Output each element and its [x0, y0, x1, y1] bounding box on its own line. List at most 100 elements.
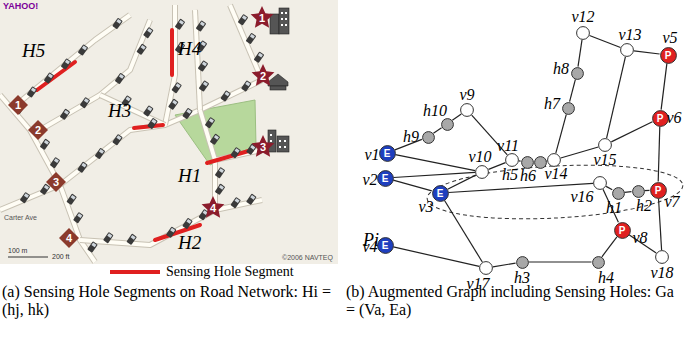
road-vertex: v15: [598, 138, 612, 152]
node-glyph: E: [432, 185, 449, 202]
graph-edge: [590, 36, 621, 48]
sensing-hole-vertex: h10: [441, 118, 454, 131]
node-shape: [620, 43, 634, 57]
vertex-label: h5: [502, 167, 518, 183]
road-vertex: v18: [655, 250, 669, 264]
graph-edge: [645, 190, 650, 192]
legend-text: Sensing Hole Segment: [166, 264, 294, 280]
road-vertex: v16: [593, 176, 607, 190]
map-text: 100 m: [8, 247, 27, 254]
graph-edge: [661, 63, 667, 109]
segment-label: H3: [108, 100, 131, 122]
vertex-label: h10: [423, 103, 447, 119]
node-glyph: E: [377, 170, 394, 187]
road-vertex: v10: [475, 165, 489, 179]
vertex-label: v13: [618, 27, 641, 43]
vertex-label: v12: [571, 9, 594, 25]
node-glyph: P: [652, 110, 669, 127]
node-glyph: 2: [28, 120, 48, 140]
sensing-hole-vertex: h2: [632, 185, 645, 198]
graph-edge: [433, 128, 441, 134]
graph-edge: [658, 127, 660, 182]
subfigure-caption: (a) Sensing Hole Segments on Road Networ…: [2, 283, 338, 319]
graph-edge: [606, 186, 612, 189]
vertex-label: v5: [662, 30, 677, 46]
node-glyph: 3: [251, 135, 275, 159]
protected-vertex: Pv5: [660, 47, 677, 64]
node-glyph: E: [379, 145, 396, 162]
vertex-label: v16: [570, 189, 593, 205]
graph-edge: [393, 247, 479, 267]
building-icons: [268, 8, 289, 152]
entrance-vertex: Ev3: [432, 185, 449, 202]
entrance-vertex: Ev4: [377, 237, 394, 254]
graph-edge: [394, 172, 476, 177]
node-glyph: 1: [8, 95, 28, 115]
sensing-hole-segments: [37, 30, 252, 240]
graph-edge: [452, 114, 461, 120]
map-text: 200 ft: [52, 253, 70, 260]
segment-label: H5: [22, 40, 45, 62]
node-shape: [422, 131, 435, 144]
node-shape: [655, 250, 669, 264]
roads: [0, 5, 262, 262]
vertex-label: v6: [666, 110, 681, 126]
map-star-marker: 4: [201, 196, 225, 220]
node-shape: [632, 185, 645, 198]
sensing-hole-vertex: h1: [612, 187, 625, 200]
node-glyph: 4: [59, 228, 79, 248]
vertex-label: v15: [593, 152, 616, 168]
road-vertex: v14: [547, 153, 561, 167]
road-vertex: v12: [576, 26, 590, 40]
map-text: Carter Ave: [4, 214, 37, 221]
vertex-label: v3: [418, 199, 433, 215]
graph-edge: [561, 147, 599, 158]
sensing-hole-vertex: h9: [422, 131, 435, 144]
vertex-label: h2: [636, 198, 652, 214]
vertex-label: h1: [606, 200, 622, 216]
node-shape: [460, 103, 474, 117]
node-shape: [598, 138, 612, 152]
graph-edge: [570, 79, 576, 101]
graph-edge: [444, 200, 482, 262]
segment-label: H1: [178, 165, 201, 187]
map-star-marker: 3: [251, 135, 275, 159]
sensing-hole-vertex: h4: [592, 256, 605, 269]
vertex-label: v1: [364, 147, 379, 163]
vertex-label: v7: [664, 194, 679, 210]
entrance-vertex: Ev2: [377, 170, 394, 187]
map-diamond-marker: 1: [8, 95, 28, 115]
map-ground: [0, 0, 338, 264]
building-windows: [270, 12, 287, 148]
vertex-label: v10: [468, 149, 491, 165]
graph-edge: [393, 180, 432, 191]
node-shape: [571, 67, 584, 80]
sensing-hole-vertex: h3: [516, 256, 529, 269]
graph-edge: [529, 261, 592, 262]
node-glyph: P: [660, 47, 677, 64]
node-glyph: P: [650, 182, 667, 199]
graph-edge: [602, 237, 617, 257]
vertex-label: h8: [553, 61, 569, 77]
graph-edge: [493, 263, 516, 267]
road-vertex: v11: [505, 153, 519, 167]
subfigure-caption: (b) Augmented Graph including Sensing Ho…: [346, 283, 682, 319]
vertex-label: v9: [459, 87, 474, 103]
node-glyph: 2: [251, 64, 275, 88]
protected-vertex: Pv7: [650, 182, 667, 199]
graph-edge: [578, 40, 582, 67]
node-glyph: 3: [46, 172, 66, 192]
legend-sample-line: [110, 270, 160, 274]
node-shape: [576, 26, 590, 40]
sensor-icons: [15, 14, 265, 253]
road-vertex: v13: [620, 43, 634, 57]
road-vertex: v17: [479, 261, 493, 275]
map-diamond-marker: 4: [59, 228, 79, 248]
sensing-hole-vertex: h7: [562, 102, 575, 115]
scale-bar: [8, 257, 48, 258]
node-shape: [441, 118, 454, 131]
map-text: YAHOO!: [3, 1, 38, 11]
path-label: Pi: [363, 230, 379, 251]
graph-edge: [659, 199, 662, 251]
node-shape: [562, 102, 575, 115]
